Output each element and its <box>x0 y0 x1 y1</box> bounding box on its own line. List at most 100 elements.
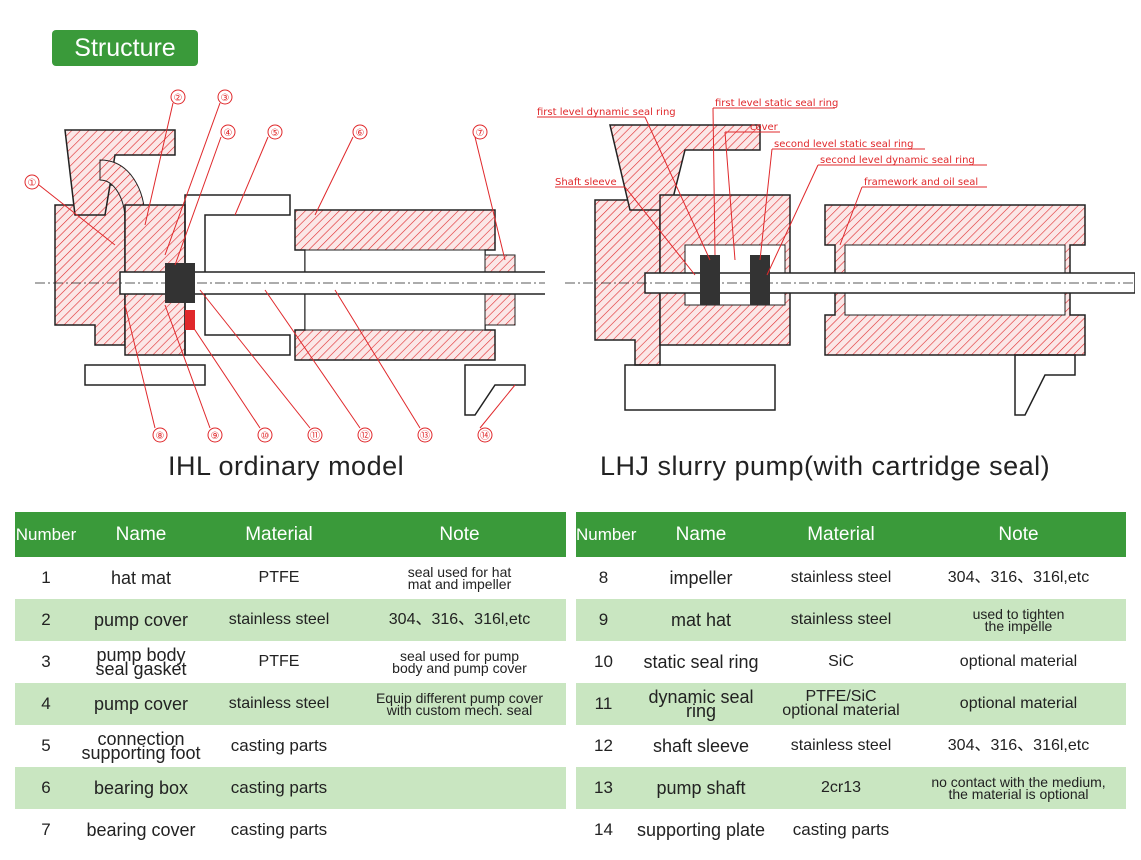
table-header-row: Number Name Material Note <box>15 512 566 557</box>
cell-name: pump body seal gasket <box>95 645 187 679</box>
callout-1: ① <box>28 178 37 189</box>
cell-note: 304、316、316l,etc <box>947 737 1090 754</box>
cell-note: Equip different pump cover with custom m… <box>353 683 566 725</box>
cell-material: SiC <box>828 653 854 670</box>
callout-2: ② <box>174 93 183 104</box>
cell-material: PTFE <box>258 569 300 586</box>
header-material: Material <box>771 512 911 557</box>
cell-material: stainless steel <box>790 569 892 586</box>
cell-number: 5 <box>41 736 51 755</box>
cell-number: 6 <box>15 767 77 809</box>
callout-8: ⑧ <box>156 431 165 442</box>
callout-5: ⑤ <box>271 128 280 139</box>
cell-note: optional material <box>911 683 1126 725</box>
cell-note: seal used for pump body and pump cover <box>392 648 527 676</box>
callout-3: ③ <box>221 93 230 104</box>
cell-name: mat hat <box>631 599 771 641</box>
table-row: 1 hat mat PTFE seal used for hat mat and im… <box>15 557 566 599</box>
header-number: Number <box>15 512 77 557</box>
cell-name: pump shaft <box>631 767 771 809</box>
cell-number: 1 <box>41 568 51 587</box>
cell-name: impeller <box>669 568 733 588</box>
cell-name: connection supporting foot <box>81 729 201 763</box>
cell-material: stainless steel <box>205 599 353 641</box>
cell-material: 2cr13 <box>771 767 911 809</box>
cell-material: casting parts <box>205 767 353 809</box>
cell-name: bearing cover <box>86 820 196 840</box>
lhj-pump-drawing: first level dynamic seal ring first leve… <box>537 98 1135 416</box>
table-row: 12 shaft sleeve stainless steel 304、316、316… <box>576 725 1126 767</box>
label-cover: cover <box>750 122 779 133</box>
table-row: 14 supporting plate casting parts <box>576 809 1126 851</box>
callout-11: ⑪ <box>310 430 320 442</box>
header-note: Note <box>353 512 566 557</box>
section-title-badge: Structure <box>52 30 198 66</box>
cell-material: PTFE/SiC optional material <box>771 683 911 725</box>
callout-12: ⑫ <box>360 430 370 442</box>
cell-note <box>353 809 566 851</box>
cell-name: dynamic seal ring <box>631 683 771 725</box>
cell-material: stainless steel <box>771 599 911 641</box>
cell-name: pump cover <box>77 683 205 725</box>
cell-note: seal used for hat mat and impeller <box>407 564 512 592</box>
cell-material: casting parts <box>230 736 328 755</box>
cell-note: used to tighten the impelle <box>911 599 1126 641</box>
cell-number: 12 <box>594 736 613 755</box>
cell-number: 9 <box>576 599 631 641</box>
callout-7: ⑦ <box>476 128 485 139</box>
table-row: 5 connection supporting foot casting parts <box>15 725 566 767</box>
header-number: Number <box>576 512 636 557</box>
header-note: Note <box>911 512 1126 557</box>
label-first-dynamic-seal: first level dynamic seal ring <box>537 107 676 118</box>
header-name: Name <box>77 512 205 557</box>
callout-6: ⑥ <box>356 128 365 139</box>
label-oil-seal: framework and oil seal <box>864 177 978 188</box>
cell-number: 4 <box>15 683 77 725</box>
parts-table-right: Number Name Material Note 8 impeller stain… <box>576 512 1126 851</box>
cell-number: 10 <box>594 652 613 671</box>
cell-material: stainless steel <box>205 683 353 725</box>
label-shaft-sleeve: Shaft sleeve <box>555 177 617 188</box>
callout-13: ⑬ <box>420 430 430 442</box>
label-first-static-seal: first level static seal ring <box>715 98 838 109</box>
cell-name: hat mat <box>110 568 172 588</box>
cell-number: 14 <box>594 820 613 839</box>
cell-number: 8 <box>598 568 609 587</box>
cell-number: 11 <box>576 683 631 725</box>
cell-number: 13 <box>576 767 631 809</box>
cell-material: casting parts <box>230 820 328 839</box>
table-row: 3 pump body seal gasket PTFE seal used for … <box>15 641 566 683</box>
cell-material: PTFE <box>258 653 300 670</box>
left-diagram-caption: IHL ordinary model <box>168 451 405 481</box>
cell-note <box>353 725 566 767</box>
cell-name: bearing box <box>77 767 205 809</box>
label-second-dynamic-seal: second level dynamic seal ring <box>820 155 975 166</box>
cell-number: 3 <box>41 652 51 671</box>
label-second-static-seal: second level static seal ring <box>774 139 913 150</box>
cell-note: optional material <box>959 653 1078 670</box>
callout-14: ⑭ <box>480 430 490 442</box>
ihl-pump-drawing: ① ② ③ ④ ⑤ ⑥ ⑦ ⑧ ⑨ ⑩ ⑪ ⑫ ⑬ ⑭ <box>24 89 545 443</box>
cell-name: supporting plate <box>636 820 766 840</box>
table-row: 8 impeller stainless steel 304、316、316l,etc <box>576 557 1126 599</box>
cell-name: shaft sleeve <box>652 736 750 756</box>
cell-material: stainless steel <box>790 737 892 754</box>
header-name: Name <box>631 512 771 557</box>
cell-note <box>911 809 1126 851</box>
header-material: Material <box>205 512 353 557</box>
cell-name: pump cover <box>77 599 205 641</box>
cell-note <box>353 767 566 809</box>
cell-note: 304、316、316l,etc <box>947 569 1090 586</box>
right-diagram-caption: LHJ slurry pump(with cartridge seal) <box>600 451 1051 481</box>
callout-9: ⑨ <box>211 431 220 442</box>
table-row: 10 static seal ring SiC optional material <box>576 641 1126 683</box>
cell-material: casting parts <box>792 820 890 839</box>
cell-name: static seal ring <box>643 652 759 672</box>
